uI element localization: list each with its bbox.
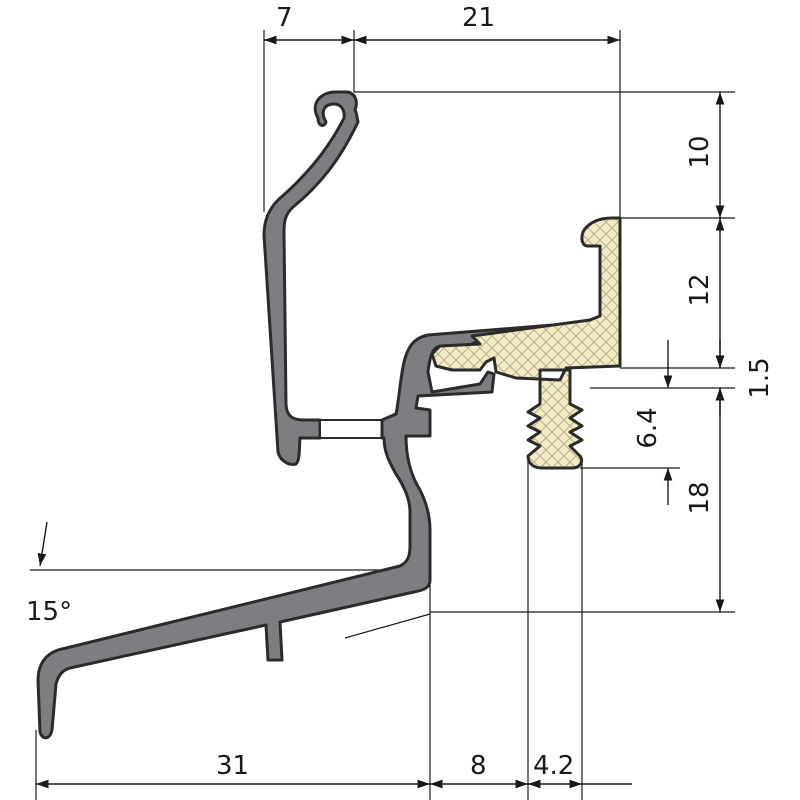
dim-top-left: 7 xyxy=(276,3,293,33)
aluminium-profile xyxy=(36,90,592,740)
upper-frame-leg xyxy=(262,90,360,466)
dim-bottom-mid: 8 xyxy=(470,751,487,781)
dim-top-right: 21 xyxy=(462,3,495,33)
dim-right-mid: 12 xyxy=(685,273,715,306)
dim-angle: 15° xyxy=(26,597,72,627)
sill-frame xyxy=(36,320,592,740)
dim-right-gasket: 6.4 xyxy=(633,407,663,448)
extension-lines xyxy=(30,30,735,800)
dimension-labels: 7 21 10 12 1.5 6.4 18 31 8 4.2 15° xyxy=(26,3,775,781)
dim-bottom-left: 31 xyxy=(216,751,249,781)
dim-right-top: 10 xyxy=(685,135,715,168)
dim-right-lower: 18 xyxy=(685,481,715,514)
dim-right-small: 1.5 xyxy=(745,357,775,398)
seal-gasket xyxy=(430,216,622,470)
thermal-bridge xyxy=(319,419,383,439)
dim-bottom-right: 4.2 xyxy=(533,751,574,781)
dimension-lines xyxy=(36,35,725,789)
